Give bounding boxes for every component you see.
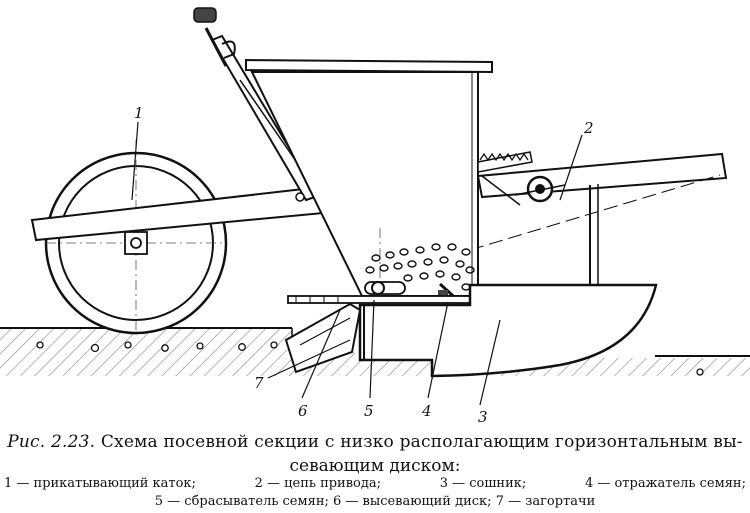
soil-clods xyxy=(36,341,704,376)
seed-hopper xyxy=(245,58,493,330)
covering-device xyxy=(284,302,362,374)
seed-dropper xyxy=(364,281,406,295)
legend-line1: 1 — прикатывающий каток; 2 — цепь привод… xyxy=(4,476,746,491)
legend-line2: 5 — сбрасыватель семян; 6 — высевающий д… xyxy=(154,494,596,509)
figure-number: Рис. 2.23. xyxy=(7,432,96,452)
label-2: 2 xyxy=(583,119,594,137)
legend-item-4: 4 — отражатель семян; xyxy=(584,476,746,491)
legend-item-2: 2 — цепь привода; xyxy=(254,476,382,491)
label-4: 4 xyxy=(421,402,432,420)
legend-item-3: 3 — сошник; xyxy=(439,476,527,491)
seeds xyxy=(365,243,475,291)
label-1: 1 xyxy=(134,104,144,122)
figure-caption-title: Рис. 2.23. Схема посевной секции с низко… xyxy=(0,432,750,452)
label-5: 5 xyxy=(364,402,374,420)
seeding-disc xyxy=(287,295,473,304)
label-7: 7 xyxy=(254,374,264,392)
label-6: 6 xyxy=(298,402,308,420)
legend-item-1: 1 — прикатывающий каток; xyxy=(4,476,196,491)
label-3: 3 xyxy=(478,408,488,426)
caption-title-line2: севающим диском: xyxy=(289,456,461,476)
seeding-section-diagram: 1 2 3 4 5 6 7 xyxy=(0,7,750,426)
leader-lines xyxy=(131,121,583,406)
drive-chain xyxy=(477,151,566,206)
caption-title-line1: Схема посевной секции с низко располагаю… xyxy=(100,432,743,452)
